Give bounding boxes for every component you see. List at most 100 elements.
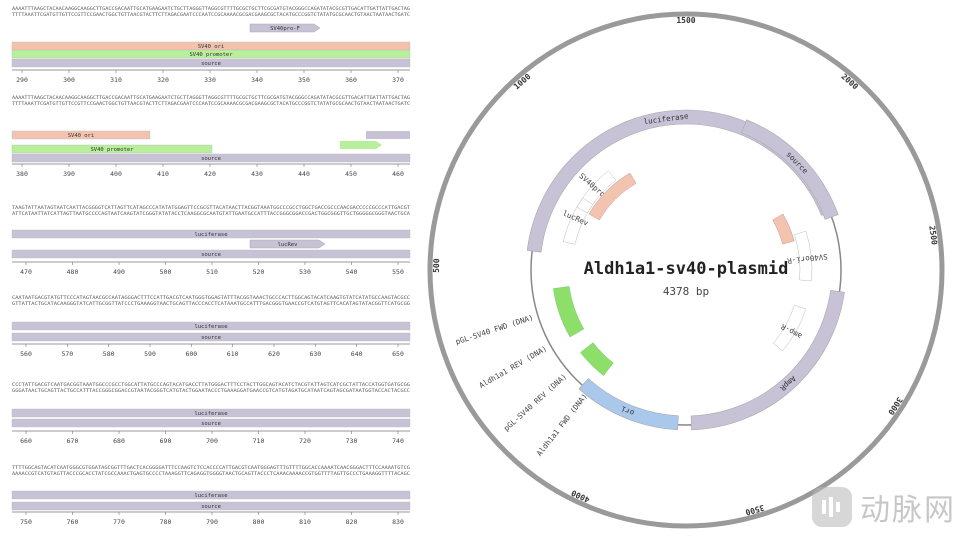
feature-source: source: [11, 332, 411, 342]
ruler-tick-label: 360: [345, 76, 357, 84]
ruler-tick-label: 460: [392, 170, 404, 178]
outer-primer-label: pGL-SV40 FWD (DNA): [454, 313, 534, 347]
plasmid-feature-ampr: AmpR: [690, 289, 845, 431]
feature-luciferase: luciferase: [11, 229, 411, 239]
ruler-tick-label: 750: [20, 518, 32, 526]
ruler-tick-label: 690: [160, 437, 172, 445]
sequence-bottom-strand: GTTATTACTGCATACAAGGGTATCATTGCGGTTATCCCTG…: [12, 301, 410, 307]
feature-bar: [11, 130, 151, 140]
ruler-tick-label: 740: [392, 437, 404, 445]
ruler-tick-label: 600: [185, 350, 197, 358]
circular-plasmid-map: 1500200025003000350040005001000luciferas…: [427, 11, 945, 529]
ruler-tick-label: 700: [206, 437, 218, 445]
ruler-tick-label: 580: [103, 350, 115, 358]
ruler-tick-label: 550: [392, 268, 404, 276]
sequence-top-strand: AAAATTTAAGCTACAACAAGGCAAGGCTTGACCGACAATT…: [12, 6, 410, 12]
ruler-tick-label: 380: [16, 170, 28, 178]
ruler-tick-label: 730: [346, 437, 358, 445]
ruler-tick-label: 660: [20, 437, 32, 445]
ruler-tick-label: 340: [251, 76, 263, 84]
ring-tick-label: 500: [432, 258, 441, 273]
ruler-tick-label: 670: [67, 437, 79, 445]
plasmid-feature-amp-r: amp-R: [772, 304, 807, 352]
sequence-top-strand: TTTTGGCAGTACATCAATGGGCGTGGATAGCGGTTTGACT…: [12, 465, 410, 471]
feature-bar: [11, 332, 411, 342]
plasmid-length: 4378 bp: [663, 285, 709, 298]
feature-arrow: [249, 23, 321, 33]
plasmid-feature-ori: ori: [578, 378, 679, 431]
ruler-tick-label: 420: [204, 170, 216, 178]
plasmid-feature-source: source: [741, 119, 839, 220]
ring-tick-label: 2000: [839, 72, 860, 92]
feature-bar: [11, 321, 411, 331]
ruler-tick-label: 480: [67, 268, 79, 276]
ruler-tick-label: 530: [299, 268, 311, 276]
ruler-tick-label: 490: [113, 268, 125, 276]
ruler-tick-label: 800: [253, 518, 265, 526]
feature-sv40-ori: SV40 ori: [11, 130, 151, 140]
ruler-tick-label: 770: [113, 518, 125, 526]
feature-bar: [11, 408, 411, 418]
ruler-tick-label: 400: [110, 170, 122, 178]
ruler-tick-label: 790: [206, 518, 218, 526]
watermark-text: 动脉网: [860, 493, 956, 528]
ruler-tick-label: 630: [309, 350, 321, 358]
feature-source: source: [11, 249, 411, 259]
ruler-tick-label: 290: [16, 76, 28, 84]
feature-luciferase: luciferase: [11, 408, 411, 418]
sequence-top-strand: CAATAATGACGTATGTTCCCATAGTAACGCCAATAGGGAC…: [12, 295, 410, 301]
ruler-tick-label: 610: [227, 350, 239, 358]
linear-sequence-map: AAAATTTAAGCTACAACAAGGCAAGGCTTGACCGACAATT…: [11, 6, 411, 526]
ruler-tick-label: 780: [160, 518, 172, 526]
feature-arrow: [249, 239, 326, 249]
feature-luciferase: luciferase: [11, 490, 411, 500]
ruler-tick-label: 680: [113, 437, 125, 445]
ring-tick-label: 1500: [676, 16, 695, 25]
feature-luciferase: luciferase: [11, 321, 411, 331]
ruler-tick-label: 300: [63, 76, 75, 84]
feature-source-extra: [366, 131, 410, 139]
ruler-tick-label: 650: [392, 350, 404, 358]
feature-bar: [11, 58, 411, 68]
watermark: 动脉网: [812, 485, 956, 529]
feature-source: source: [11, 153, 411, 163]
ruler-tick-label: 430: [251, 170, 263, 178]
ruler-tick-label: 320: [157, 76, 169, 84]
primer-label: SV40ori-R: [786, 252, 828, 266]
ruler-tick-label: 570: [61, 350, 73, 358]
ruler-tick-label: 520: [253, 268, 265, 276]
primer-block-green-2: [580, 342, 614, 376]
sequence-bottom-strand: AAAACCGTCATGTAGTTACCCGCACCTATCGCCAAACTGA…: [12, 471, 410, 477]
feature-label: SV40 promoter: [189, 52, 233, 58]
ruler-tick-label: 710: [253, 437, 265, 445]
ruler-tick-label: 760: [67, 518, 79, 526]
feature-label: lucRev: [278, 242, 299, 248]
primer-label: lucRev: [561, 208, 590, 227]
ruler-tick-label: 810: [299, 518, 311, 526]
feature-label: luciferase: [194, 411, 227, 417]
ruler-tick-label: 720: [299, 437, 311, 445]
feature-label: source: [201, 156, 221, 162]
ruler-tick-label: 370: [392, 76, 404, 84]
feature-bar: [11, 144, 213, 154]
ruler-tick-label: 820: [346, 518, 358, 526]
feature-bar: [11, 490, 411, 500]
feature-label: luciferase: [194, 493, 227, 499]
ruler-tick-label: 510: [206, 268, 218, 276]
ruler-tick-label: 540: [346, 268, 358, 276]
sequence-top-strand: CCCTATTGACGTCAATGACGGTAAATGGCCCGCCTGGCAT…: [12, 382, 410, 388]
primer-arc: [794, 230, 813, 282]
feature-source: source: [11, 58, 411, 68]
feature-label: SV40 ori: [68, 133, 95, 139]
ruler-tick-label: 390: [63, 170, 75, 178]
ring-tick-label: 3000: [886, 395, 904, 416]
feature-bar: [11, 153, 411, 163]
feature-label: SV40 ori: [198, 44, 225, 50]
feature-label: source: [201, 504, 221, 510]
outer-primer-label: Aldh1a1 FWD (DNA): [535, 392, 589, 458]
ruler-tick-label: 410: [157, 170, 169, 178]
feature-sv40-ori: SV40 ori: [11, 41, 411, 51]
sequence-bottom-strand: GGGATAACTGCAGTTACTGCCATTTACCGGGCGGACCGTA…: [12, 388, 410, 394]
primer-block-sv40ori: [772, 213, 795, 245]
ruler-tick-label: 830: [392, 518, 404, 526]
